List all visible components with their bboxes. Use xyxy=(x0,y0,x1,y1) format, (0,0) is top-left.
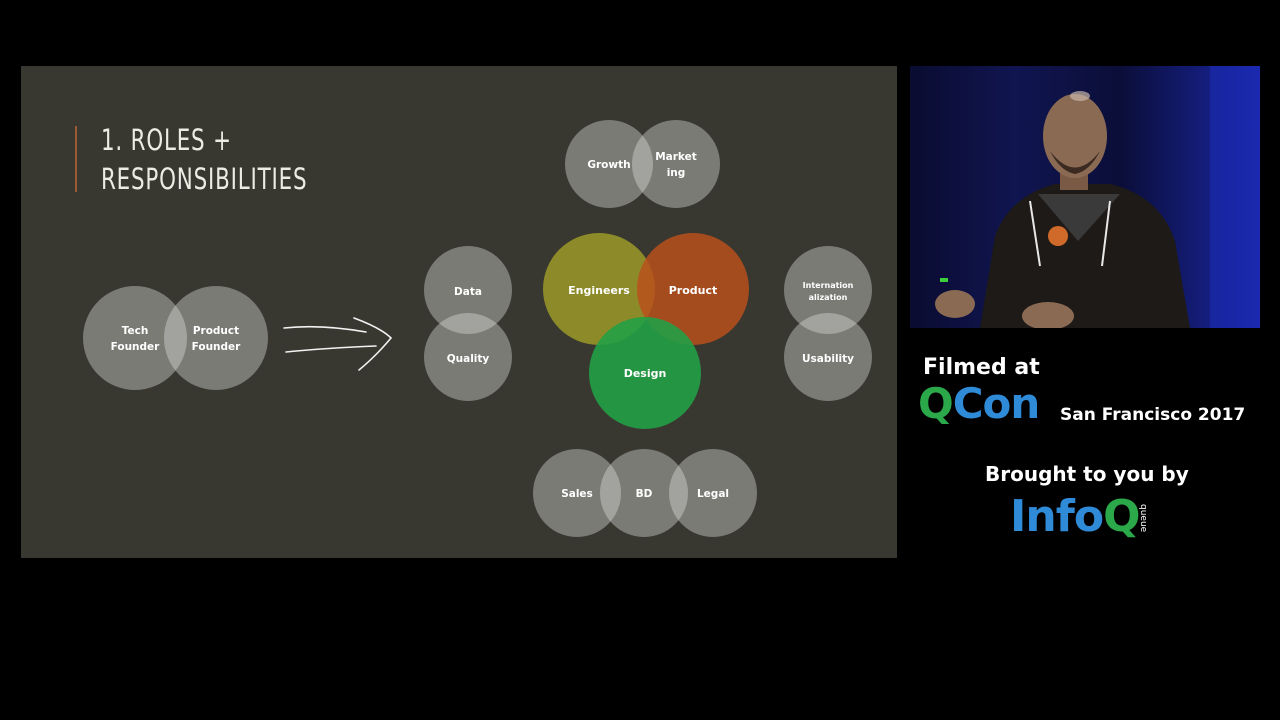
marketing-label-2: ing xyxy=(667,167,686,179)
founder-venn: Tech Founder Product Founder xyxy=(83,286,268,390)
infoq-queue-text: queue xyxy=(1138,504,1148,533)
marketing-label-1: Market xyxy=(655,151,697,163)
product-founder-label-2: Founder xyxy=(192,341,242,353)
product-circle xyxy=(637,233,749,345)
sales-bd-legal-venn: Sales BD Legal xyxy=(533,449,757,537)
growth-label: Growth xyxy=(587,159,630,171)
tech-founder-label-1: Tech xyxy=(122,325,149,337)
brought-by-text: Brought to you by xyxy=(985,462,1189,486)
design-label: Design xyxy=(624,367,667,380)
quality-label: Quality xyxy=(447,353,490,365)
venn-diagrams: Tech Founder Product Founder Data Qualit… xyxy=(83,120,872,537)
filmed-at-text: Filmed at xyxy=(923,355,1040,380)
infoq-logo: InfoQ xyxy=(1010,489,1140,545)
infoq-logo-q: Q xyxy=(1103,491,1140,542)
internationalization-label-2: alization xyxy=(809,293,848,302)
internationalization-circle xyxy=(784,246,872,334)
qcon-logo: QCon xyxy=(918,378,1041,430)
event-name: San Francisco 2017 xyxy=(1060,405,1246,425)
bd-circle xyxy=(600,449,688,537)
infoq-logo-info: Info xyxy=(1010,491,1104,542)
growth-marketing-venn: Growth Market ing xyxy=(565,120,720,208)
title-accent-bar xyxy=(75,126,77,192)
tech-founder-circle xyxy=(83,286,187,390)
product-founder-label-1: Product xyxy=(193,325,239,337)
design-circle xyxy=(589,317,701,429)
growth-circle xyxy=(565,120,653,208)
slide-title-line2: RESPONSIBILITIES xyxy=(101,162,308,196)
engineers-circle xyxy=(543,233,655,345)
tech-founder-label-2: Founder xyxy=(111,341,161,353)
qcon-logo-con: Con xyxy=(952,379,1041,428)
data-circle xyxy=(424,246,512,334)
marketing-circle xyxy=(632,120,720,208)
internationalization-label-1: Internation xyxy=(803,281,854,290)
usability-circle xyxy=(784,313,872,401)
intl-usability-venn: Internation alization Usability xyxy=(784,246,872,401)
core-trio-venn: Engineers Product Design xyxy=(543,233,749,429)
speaker-figure-icon xyxy=(935,66,1260,328)
qcon-logo-q: Q xyxy=(918,379,954,428)
product-label: Product xyxy=(669,284,718,297)
sales-circle xyxy=(533,449,621,537)
right-arrow-icon xyxy=(283,317,393,371)
data-quality-venn: Data Quality xyxy=(424,246,512,401)
bd-label: BD xyxy=(636,488,653,500)
product-founder-circle xyxy=(164,286,268,390)
legal-label: Legal xyxy=(697,488,729,500)
speaker-video xyxy=(910,66,1260,328)
presentation-slide: 1. ROLES + RESPONSIBILITIES Tech Founder… xyxy=(21,66,897,558)
data-label: Data xyxy=(454,286,482,298)
slide-title-line1: 1. ROLES + xyxy=(101,123,232,157)
usability-label: Usability xyxy=(802,353,854,365)
quality-circle xyxy=(424,313,512,401)
engineers-label: Engineers xyxy=(568,284,630,297)
sales-label: Sales xyxy=(561,488,593,500)
legal-circle xyxy=(669,449,757,537)
